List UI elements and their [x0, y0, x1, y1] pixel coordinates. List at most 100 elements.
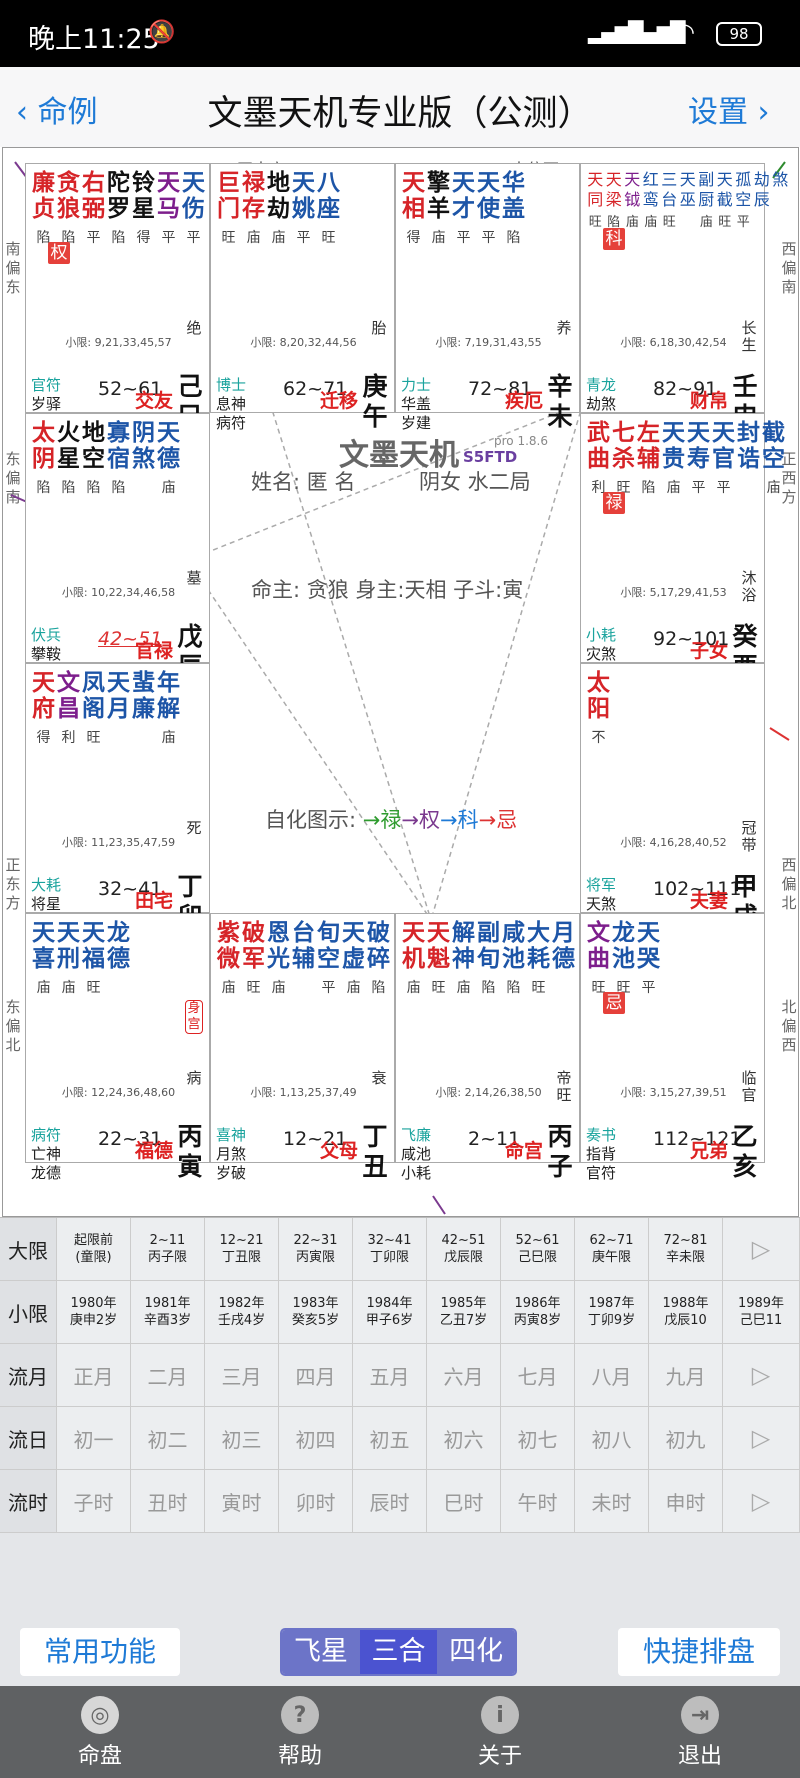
- self-hua-label: 自化图示:: [265, 808, 357, 832]
- table-cell[interactable]: 1988年 戊辰10: [649, 1281, 723, 1344]
- tab-exit[interactable]: ⇥ 退出: [640, 1686, 760, 1770]
- table-cell[interactable]: 1980年 庚申2岁: [57, 1281, 131, 1344]
- table-cell[interactable]: 丑时: [131, 1470, 205, 1533]
- table-cell[interactable]: 四月: [279, 1344, 353, 1407]
- tab-chart[interactable]: ◎ 命盘: [40, 1686, 160, 1770]
- star-brightness: 旺: [718, 215, 732, 230]
- table-cell[interactable]: 申时: [649, 1470, 723, 1533]
- table-cell[interactable]: 八月: [575, 1344, 649, 1407]
- ganzhi: 庚午: [362, 372, 388, 432]
- direction-right-2: 正西方: [781, 450, 797, 506]
- table-cell[interactable]: 1982年 壬戌4岁: [205, 1281, 279, 1344]
- table-cell[interactable]: 2~11 丙子限: [131, 1218, 205, 1281]
- table-cell[interactable]: 辰时: [353, 1470, 427, 1533]
- table-cell[interactable]: 初七: [501, 1407, 575, 1470]
- table-cell[interactable]: 初八: [575, 1407, 649, 1470]
- star-char-1: 封: [737, 420, 760, 446]
- table-cell[interactable]: 二月: [131, 1344, 205, 1407]
- table-cell[interactable]: 初九: [649, 1407, 723, 1470]
- palace-shen[interactable]: 天同旺天梁陷天钺庙红鸾庙三台旺天巫副厨庙天截旺孤空平劫辰煞科小限: 6,18,3…: [580, 163, 788, 432]
- table-cell[interactable]: 1986年 丙寅8岁: [501, 1281, 575, 1344]
- star-char-1: 年: [157, 670, 180, 696]
- table-cell[interactable]: 72~81 辛未限: [649, 1218, 723, 1281]
- table-cell[interactable]: 初四: [279, 1407, 353, 1470]
- next-page-arrow[interactable]: ▷: [723, 1218, 800, 1281]
- fate-star: 岁驿: [31, 395, 62, 413]
- fate-star: 咸池: [401, 1145, 432, 1163]
- star-brightness: 庙: [161, 730, 176, 746]
- table-cell[interactable]: 三月: [205, 1344, 279, 1407]
- common-functions-button[interactable]: 常用功能: [20, 1628, 180, 1676]
- star-brightness: 旺: [86, 980, 101, 996]
- tab-help[interactable]: ? 帮助: [240, 1686, 360, 1770]
- table-cell[interactable]: 七月: [501, 1344, 575, 1407]
- table-cell[interactable]: 子时: [57, 1470, 131, 1533]
- next-page-arrow[interactable]: ▷: [723, 1407, 800, 1470]
- star-brightness: 庙: [61, 980, 76, 996]
- table-cell[interactable]: 12~21 丁丑限: [205, 1218, 279, 1281]
- next-page-arrow[interactable]: ▷: [723, 1470, 800, 1533]
- table-cell[interactable]: 起限前 (童限): [57, 1218, 131, 1281]
- star-char-2: 耗: [527, 946, 550, 972]
- table-cell[interactable]: 寅时: [205, 1470, 279, 1533]
- star-char-1: 寡: [107, 420, 130, 446]
- row-header: 小限: [0, 1281, 57, 1344]
- table-cell[interactable]: 六月: [427, 1344, 501, 1407]
- back-button[interactable]: ‹ 命例: [16, 87, 98, 131]
- table-cell[interactable]: 52~61 己巳限: [501, 1218, 575, 1281]
- row-header: 流月: [0, 1344, 57, 1407]
- decade-range: 2~11: [468, 1128, 521, 1150]
- mode-sanhe[interactable]: 三合: [359, 1630, 438, 1674]
- settings-button[interactable]: 设置 ›: [688, 87, 770, 131]
- table-cell[interactable]: 1989年 己巳11: [723, 1281, 800, 1344]
- table-cell[interactable]: 卯时: [279, 1470, 353, 1533]
- table-cell[interactable]: 62~71 庚午限: [575, 1218, 649, 1281]
- star-char-1: 龙: [107, 920, 130, 946]
- table-cell[interactable]: 32~41 丁卯限: [353, 1218, 427, 1281]
- exit-icon: ⇥: [681, 1696, 719, 1734]
- tab-about[interactable]: i 关于: [440, 1686, 560, 1770]
- table-cell[interactable]: 1981年 辛酉3岁: [131, 1281, 205, 1344]
- table-cell[interactable]: 初五: [353, 1407, 427, 1470]
- table-cell[interactable]: 午时: [501, 1470, 575, 1533]
- table-cell[interactable]: 初一: [57, 1407, 131, 1470]
- table-cell[interactable]: 九月: [649, 1344, 723, 1407]
- table-cell[interactable]: 初六: [427, 1407, 501, 1470]
- fate-star: 月煞: [216, 1145, 247, 1163]
- star-char-2: 巫: [679, 190, 696, 209]
- table-cell[interactable]: 初二: [131, 1407, 205, 1470]
- table-cell[interactable]: 1984年 甲子6岁: [353, 1281, 427, 1344]
- table-cell[interactable]: 1985年 乙丑7岁: [427, 1281, 501, 1344]
- battery-level: 98: [729, 25, 749, 43]
- table-cell[interactable]: 1987年 丁卯9岁: [575, 1281, 649, 1344]
- xiao-xian: 小限: 4,16,28,40,52: [620, 836, 727, 849]
- mode-feixing[interactable]: 飞星: [282, 1630, 360, 1674]
- table-cell[interactable]: 初三: [205, 1407, 279, 1470]
- table-cell[interactable]: 22~31 丙寅限: [279, 1218, 353, 1281]
- table-cell[interactable]: 1983年 癸亥5岁: [279, 1281, 353, 1344]
- table-cell[interactable]: 未时: [575, 1470, 649, 1533]
- next-page-arrow[interactable]: ▷: [723, 1344, 800, 1407]
- quick-chart-button[interactable]: 快捷排盘: [618, 1628, 780, 1676]
- table-cell[interactable]: 正月: [57, 1344, 131, 1407]
- star-char-1: 廉: [32, 170, 55, 196]
- table-cell[interactable]: 42~51 戊辰限: [427, 1218, 501, 1281]
- star-column: 太阳不: [586, 670, 611, 746]
- table-cell[interactable]: 五月: [353, 1344, 427, 1407]
- palace-you[interactable]: 武曲利七杀旺左辅陷天贵庙天寿平天官平封诰截空庙禄小限: 5,17,29,41,5…: [580, 413, 785, 682]
- table-cell[interactable]: 巳时: [427, 1470, 501, 1533]
- page-title: 文墨天机专业版（公测）: [207, 94, 593, 134]
- star-char-1: 龙: [612, 920, 635, 946]
- star-char-1: 解: [452, 920, 475, 946]
- mode-sihua[interactable]: 四化: [437, 1630, 515, 1674]
